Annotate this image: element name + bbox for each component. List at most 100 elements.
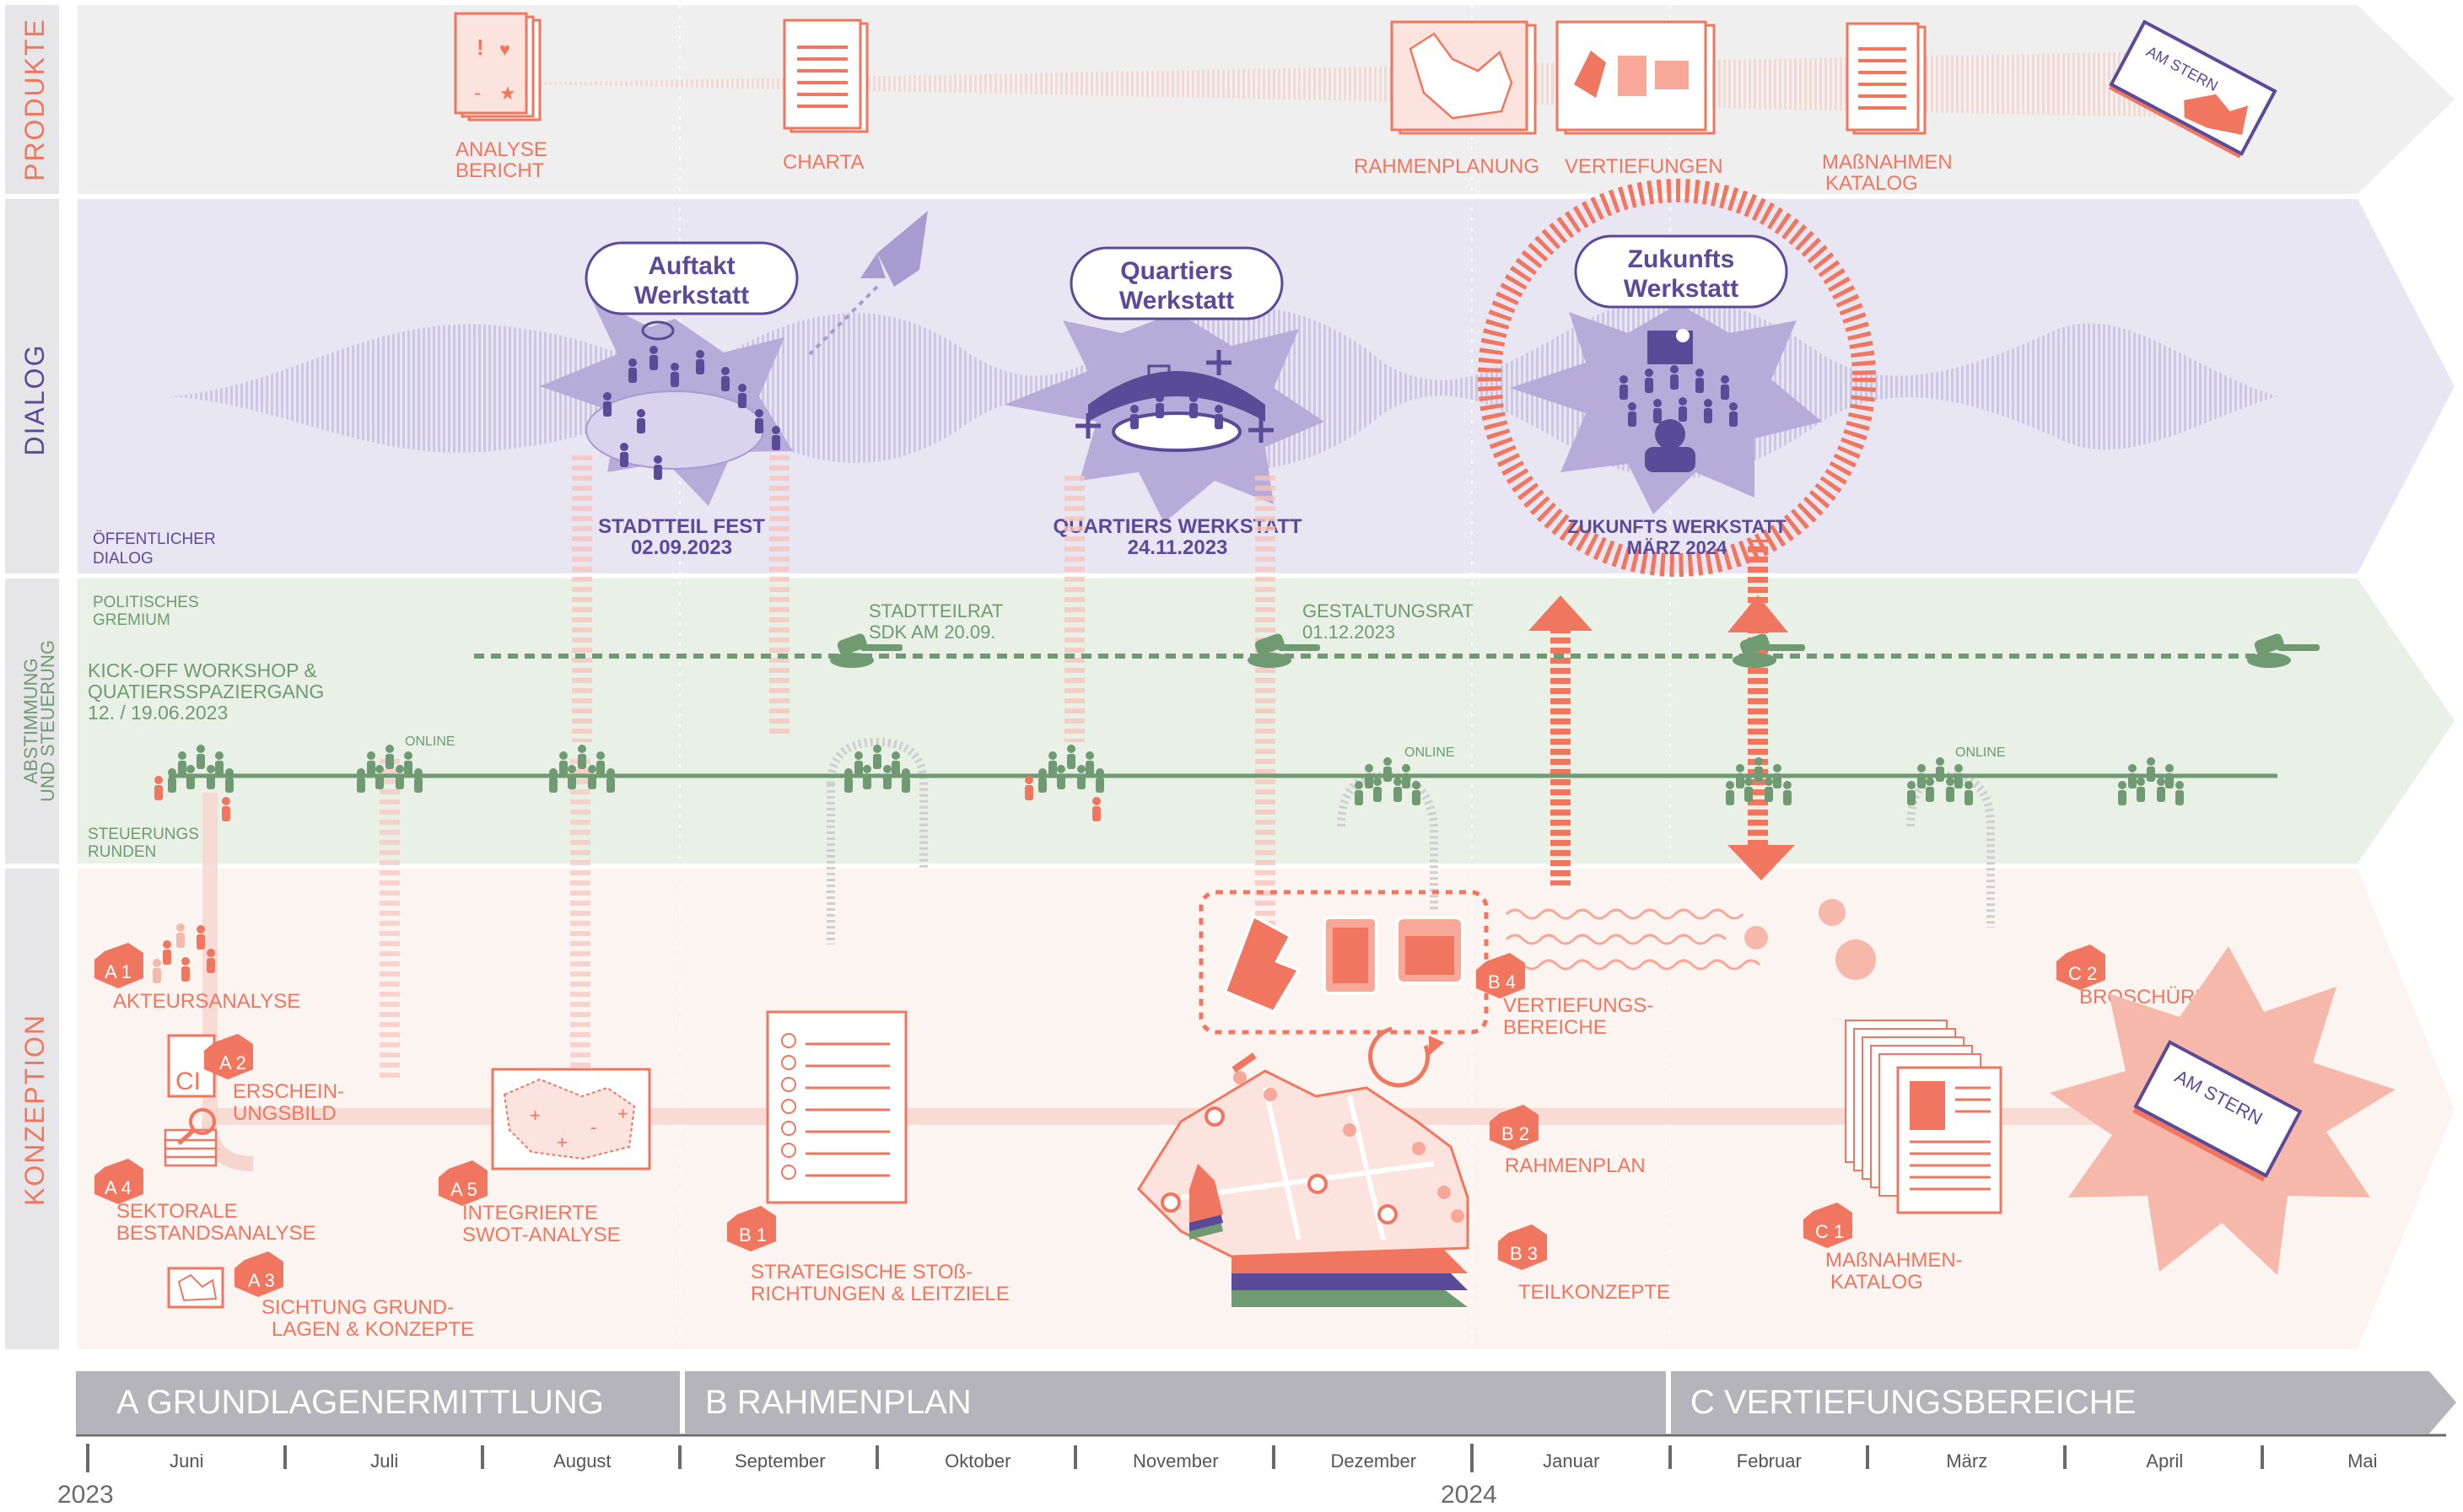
gavel-icon-1 [830,633,903,668]
a2-tag: A 2 [219,1052,246,1073]
a5-label-2: SWOT-ANALYSE [462,1224,621,1246]
circle-small-2 [1744,926,1768,950]
c1-tag-shape [1803,1203,1852,1248]
konzeption-lane: A 1 AKTEURSANALYSE CI A 2 ERSCHEIN- UNGS… [94,890,2396,1341]
product-label-charta: CHARTA [783,151,864,174]
broschure-book-icon: AM STERN [2132,1040,2303,1182]
month-label: Januar [1543,1450,1599,1472]
a3-label-2: LAGEN & KONZEPTE [272,1318,474,1341]
a2-label-2: UNGSBILD [233,1102,337,1125]
svg-text:+: + [530,1105,541,1126]
product-label-massnahmen-2: KATALOG [1825,172,1918,195]
sichtung-grundlagen-icon [167,1267,224,1309]
rahmenplanung-map-icon [1390,20,1537,135]
a5-tag: A 5 [450,1179,477,1200]
arrow-up-to-steering [1528,595,1593,631]
b1-tag-shape [727,1206,776,1251]
auftakt-pill-line-2: Werkstatt [634,282,749,309]
month-label: November [1133,1450,1218,1472]
year-label-2023: 2023 [57,1481,114,1508]
b4-tag-shape [1476,953,1525,998]
month-label: Juni [170,1450,203,1472]
event2-date: 24.11.2023 [1128,536,1228,559]
lane-label-dialog: DIALOG [19,344,50,456]
a1-tag: A 1 [105,961,132,982]
c1-label-2: KATALOG [1830,1271,1923,1294]
a4-label-2: BESTANDSANALYSE [116,1222,316,1245]
a2-label-1: ERSCHEIN- [233,1080,344,1103]
zukunftswerkstatt-event: Zukunfts Werkstatt ZUKUNFTS WERKSTATT MÄ… [1478,179,1876,577]
svg-text:+: + [617,1103,628,1124]
month-label: Juli [370,1450,398,1472]
quartiers-werkstatt-pill [1070,246,1284,320]
month-ticks [86,1444,2264,1472]
coral-person-icon-3 [1025,776,1033,800]
gavel-icon-3 [1733,633,1805,668]
month-label: August [553,1450,612,1472]
svg-text:+: + [557,1132,568,1153]
zukunfts-highlight-ring [1478,179,1876,577]
rocket-icon [808,211,928,356]
product-label-massnahmen-1: MAßNAHMEN [1822,151,1953,174]
leitziele-list-icon [766,1010,908,1204]
online-label-3: ONLINE [1955,745,2006,760]
ci-label: CI [175,1068,201,1095]
c1-tag: C 1 [1815,1221,1844,1242]
am-stern-book-icon: AM STERN [2109,19,2277,159]
month-gridlines [679,5,1671,1349]
month-label: Mai [2347,1450,2377,1472]
online-label-2: ONLINE [1404,745,1455,760]
a4-label-1: SEKTORALE [116,1200,238,1223]
arrow-down-to-konzeption [1727,845,1795,880]
b1-tag: B 1 [739,1224,767,1246]
public-dialog-label-1: ÖFFENTLICHER [93,530,216,548]
b4-tag: B 4 [1488,971,1516,993]
a2-tag-shape [204,1034,253,1079]
a1-tag-shape [94,943,143,988]
phase-c-band [1671,1371,2456,1434]
lane-label-steuerung: UND STEUERUNG [37,640,58,802]
steering-lane: POLITISCHES GREMIUM STADTTEILRAT SDK AM … [88,594,2320,861]
b4-label-1: VERTIEFUNGS- [1503,994,1653,1017]
svg-text:-: - [590,1117,596,1138]
svg-text:★: ★ [499,83,516,104]
month-label: Oktober [945,1450,1011,1472]
massnahmen-catalog-icon [1846,22,1927,135]
kickoff-label-2: QUATIERSSPAZIERGANG [88,681,324,702]
vertiefungsbereiche-box [1199,890,1489,1088]
stadtteilfest-event: Auftakt Werkstatt STADTTEIL FEST 02.09.2… [540,211,928,559]
sektorale-analyse-icon [164,1108,218,1167]
swot-map-icon: +-++ [491,1068,651,1170]
b2-tag-shape [1490,1105,1539,1150]
online-label-1: ONLINE [405,734,455,749]
zukunfts-pill-line-2: Werkstatt [1624,275,1738,303]
year-label-2024: 2024 [1441,1481,1497,1508]
c2-tag-shape [2056,944,2105,990]
auftakt-pill-line-1: Auftakt [648,252,735,280]
public-dialog-label-2: DIALOG [93,550,154,568]
circle-small-1 [1819,899,1846,926]
analysis-report-icon: ! ♥ - ★ [454,12,542,121]
product-label-vertiefungen: VERTIEFUNGEN [1565,155,1723,178]
gestaltungsrat-label-2: 01.12.2023 [1302,621,1395,643]
event1-title: STADTTEIL FEST [598,515,765,538]
lane-label-konzeption: KONZEPTION [19,1014,50,1206]
svg-text:-: - [474,82,481,105]
political-gremium-label-2: GREMIUM [93,611,170,629]
a1-label: AKTEURSANALYSE [113,990,300,1013]
gavel-icon-2 [1248,633,1320,668]
a5-label-1: INTEGRIERTE [462,1202,598,1224]
c2-tag: C 2 [2068,963,2097,984]
charta-document-icon [783,19,869,133]
rahmenplan-map-icon [1137,1052,1469,1307]
b1-label-2: RICHTUNGEN & LEITZIELE [751,1283,1010,1305]
b2-label: RAHMENPLAN [1505,1154,1646,1177]
a3-tag-shape [234,1251,283,1297]
phase-bar: A GRUNDLAGENERMITTLUNG B RAHMENPLAN C VE… [76,1371,2456,1434]
b2-tag: B 2 [1501,1123,1529,1144]
lane-label-produkte: PRODUKTE [19,18,50,181]
kickoff-label-1: KICK-OFF WORKSHOP & [88,659,317,681]
